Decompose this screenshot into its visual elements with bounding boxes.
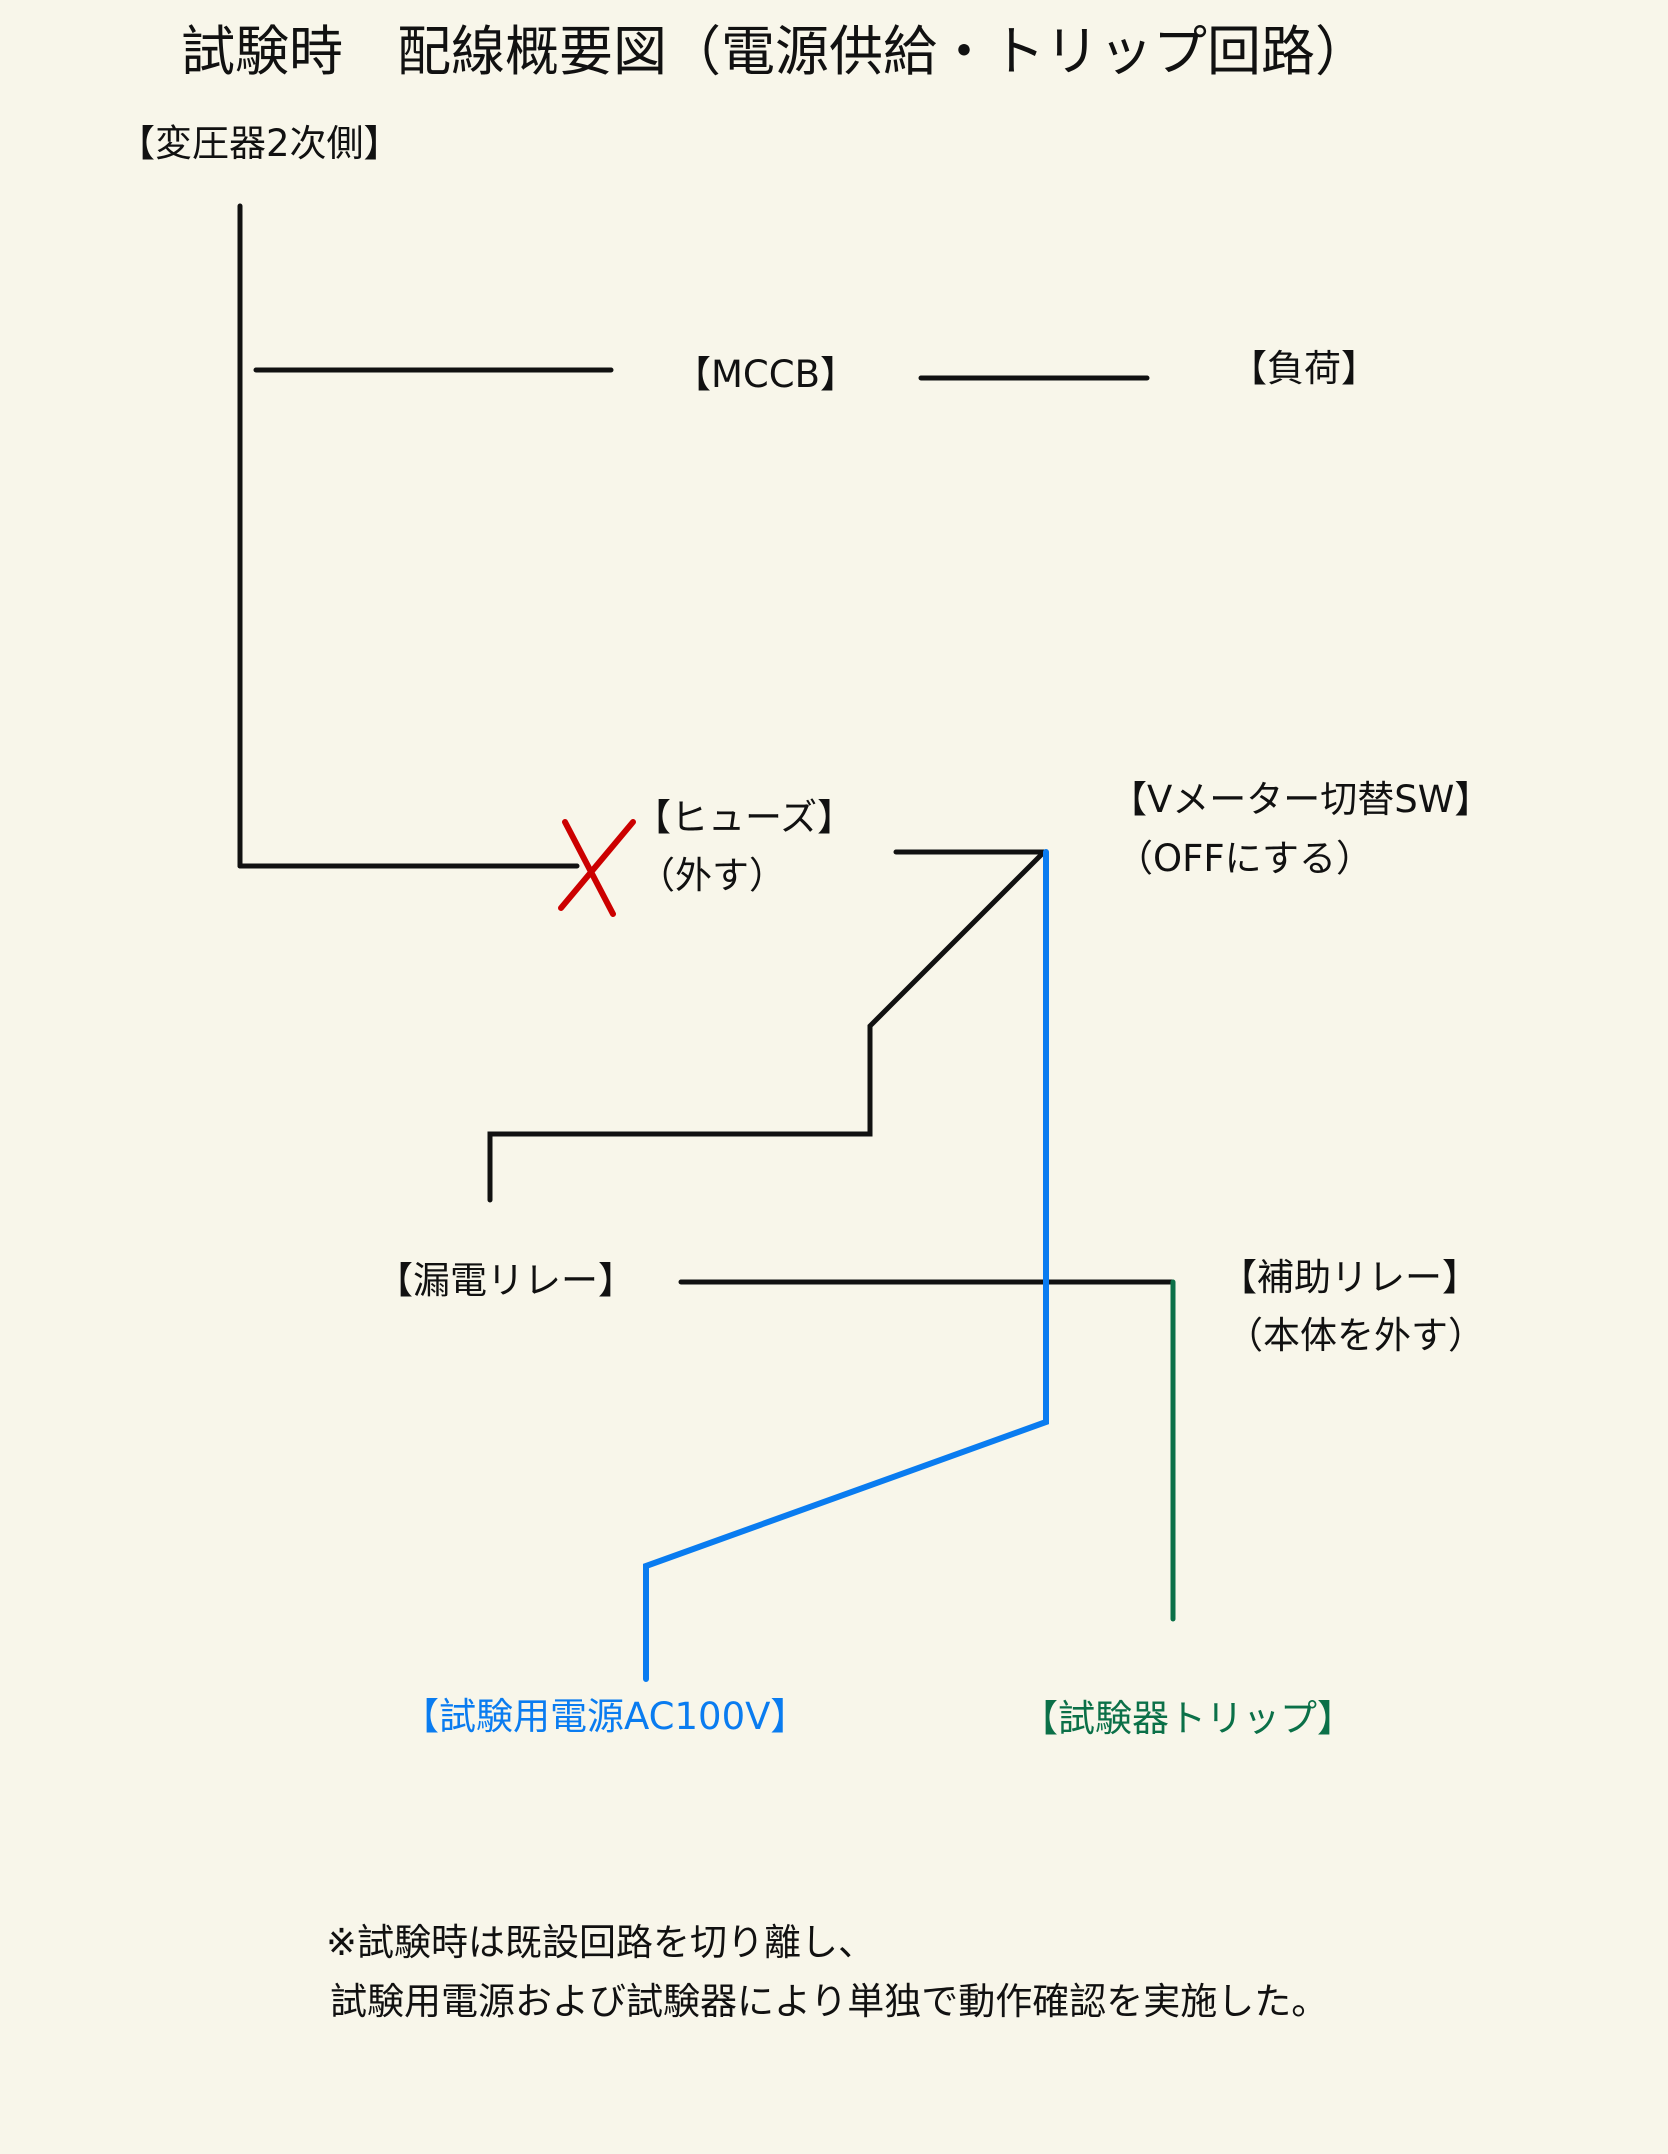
label-fuse-note: （外す） [638, 854, 786, 897]
note-line-1: ※試験時は既設回路を切り離し、 [326, 1921, 876, 1964]
label-elcb-relay: 【漏電リレー】 [376, 1259, 635, 1302]
test-power-wire [643, 849, 1049, 1682]
label-transformer: 【変圧器2次側】 [118, 122, 401, 165]
label-tester-trip: 【試験器トリップ】 [1021, 1697, 1354, 1740]
label-test-power: 【試験用電源AC100V】 [402, 1695, 808, 1738]
wire-vmeter-to-elcb [487, 849, 1047, 1203]
label-vmeter-note: （OFFにする） [1116, 837, 1374, 880]
label-load: 【負荷】 [1230, 347, 1378, 390]
label-aux-note: （本体を外す） [1226, 1314, 1485, 1357]
note-line-2: 試験用電源および試験器により単独で動作確認を実施した。 [330, 1980, 1329, 2023]
label-aux-relay: 【補助リレー】 [1220, 1256, 1479, 1299]
label-fuse: 【ヒューズ】 [634, 796, 855, 839]
label-mccb: 【MCCB】 [674, 353, 857, 396]
removed-x-icon [558, 819, 636, 917]
label-vmeter-sw: 【Vメーター切替SW】 [1110, 778, 1492, 821]
page-title: 試験時 配線概要図（電源供給・トリップ回路） [181, 20, 1369, 83]
